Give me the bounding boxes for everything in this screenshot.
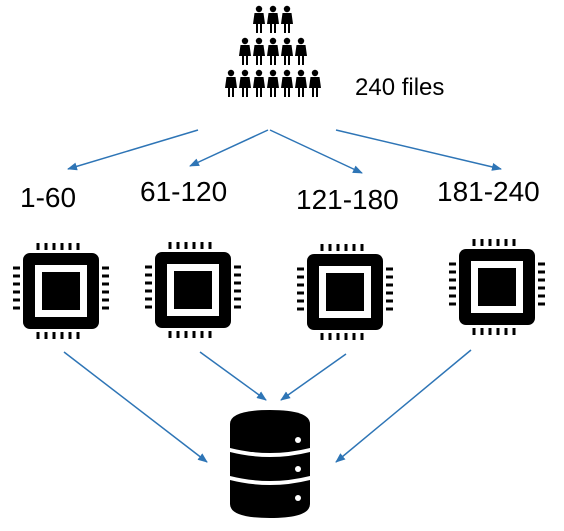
person-icon: [295, 69, 307, 97]
person-icon: [309, 69, 321, 97]
arrow-from-cpu-2: [199, 351, 267, 401]
database-icon: [230, 410, 310, 518]
merge-arrows: [63, 349, 472, 463]
person-icon: [253, 5, 265, 34]
person-icon: [267, 69, 279, 97]
person-icon: [281, 37, 293, 65]
range-label-1: 1-60: [20, 182, 77, 213]
person-icon: [295, 37, 307, 65]
arrow-to-range-2: [189, 129, 269, 167]
person-icon: [225, 69, 237, 97]
range-label-4: 181-240: [437, 176, 540, 207]
person-icon: [267, 5, 279, 34]
cpu-chip-icon: [297, 244, 393, 340]
range-label-3: 121-180: [296, 184, 399, 215]
split-arrows: [67, 129, 502, 174]
arrow-to-range-4: [335, 129, 502, 171]
arrow-from-cpu-1: [63, 351, 208, 463]
person-icon: [253, 37, 265, 65]
person-icon: [253, 69, 265, 97]
arrow-from-cpu-3: [280, 353, 347, 401]
cpu-chip-icon: [449, 239, 545, 335]
file-count-label: 240 files: [355, 74, 445, 101]
cpu-chip-icon: [13, 243, 109, 339]
person-icon: [239, 37, 251, 65]
person-icon: [281, 5, 293, 34]
person-icon: [239, 69, 251, 97]
arrow-to-range-1: [67, 129, 199, 171]
person-icon: [267, 37, 279, 65]
arrow-from-cpu-4: [335, 349, 472, 463]
cpu-chip-icon: [145, 242, 241, 338]
arrow-to-range-3: [269, 129, 363, 174]
person-icon: [281, 69, 293, 97]
people-group-icon: [225, 5, 321, 97]
range-label-2: 61-120: [140, 176, 228, 207]
